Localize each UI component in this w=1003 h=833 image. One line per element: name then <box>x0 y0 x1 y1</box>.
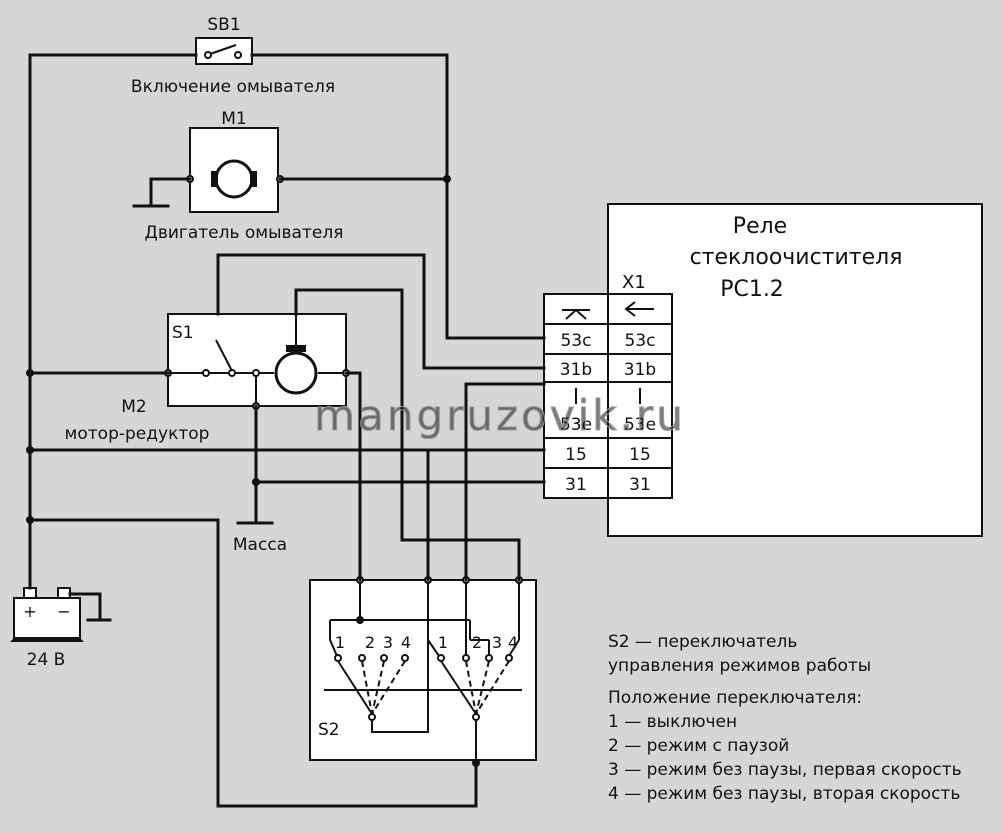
battery <box>10 587 84 642</box>
mode-switch-s2 <box>309 576 537 767</box>
battery-minus-icon: − <box>57 602 70 621</box>
legend-item: 4 — режим без паузы, вторая скорость <box>608 784 961 804</box>
m1-label: M1 <box>221 109 246 129</box>
s1-label: S1 <box>172 323 194 343</box>
legend-item: 2 — режим с паузой <box>608 736 790 756</box>
pin-arrow-icon <box>624 301 654 317</box>
watermark: mangruzovik.ru <box>314 391 686 440</box>
connector-x1: 53c 53c 31b 31b 53e 53e 15 15 31 31 <box>543 293 673 499</box>
washer-motor-m1 <box>186 127 284 213</box>
connector-left-53c: 53c <box>561 331 592 351</box>
connector-left-31: 31 <box>565 475 587 495</box>
connector-left-15: 15 <box>565 445 587 465</box>
relay-title-3: РС1.2 <box>720 277 784 302</box>
legend-line-1: S2 — переключатель <box>608 632 798 652</box>
washer-motor-label: Двигатель омывателя <box>145 223 344 243</box>
s2-label: S2 <box>318 720 340 740</box>
connector-left-31b: 31b <box>560 360 592 380</box>
washer-switch-sb1 <box>195 37 253 65</box>
s2-right-pos-4: 4 <box>508 633 518 652</box>
legend-heading: Положение переключателя: <box>608 688 863 708</box>
s2-right-pos-1: 1 <box>438 633 448 652</box>
battery-plus-icon: + <box>23 602 36 621</box>
connector-right-31: 31 <box>629 475 651 495</box>
washer-switch-label: Включение омывателя <box>131 77 335 97</box>
s2-left-pos-4: 4 <box>401 633 411 652</box>
connector-right-15: 15 <box>629 445 651 465</box>
connector-x1-label: X1 <box>622 272 646 293</box>
gear-motor-m2 <box>164 313 350 410</box>
ground-label: Масса <box>233 535 287 555</box>
s2-left-pos-2: 2 <box>365 633 375 652</box>
legend-item: 3 — режим без паузы, первая скорость <box>608 760 962 780</box>
gear-motor-label: мотор-редуктор <box>65 424 210 444</box>
connector-left-53e: 53e <box>560 415 592 435</box>
connector-right-53e: 53e <box>624 415 656 435</box>
relay-title-2: стеклоочистителя <box>690 245 903 270</box>
sb1-label: SB1 <box>207 15 240 35</box>
battery-voltage-label: 24 В <box>27 650 66 670</box>
s2-right-pos-3: 3 <box>492 633 502 652</box>
connector-right-53c: 53c <box>625 331 656 351</box>
s2-right-pos-2: 2 <box>472 633 482 652</box>
s2-left-pos-3: 3 <box>383 633 393 652</box>
wiring <box>28 53 546 808</box>
connector-right-31b: 31b <box>624 360 656 380</box>
legend-item: 1 — выключен <box>608 712 738 732</box>
m2-label: M2 <box>121 397 146 417</box>
legend: S2 — переключатель управления режимов ра… <box>608 630 962 806</box>
relay-title-1: Реле <box>733 214 787 239</box>
junctions <box>26 175 451 524</box>
socket-icon <box>562 309 590 320</box>
s2-left-pos-1: 1 <box>335 633 345 652</box>
legend-line-2: управления режимов работы <box>608 656 872 676</box>
